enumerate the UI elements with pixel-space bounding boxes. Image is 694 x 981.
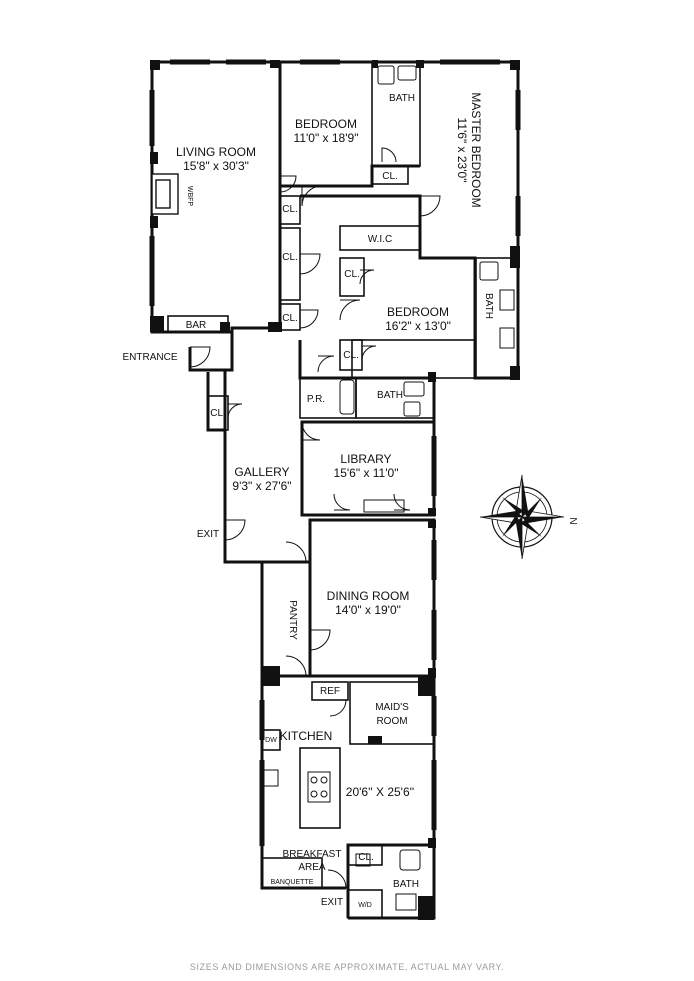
entrance-label: ENTRANCE bbox=[122, 352, 177, 363]
exit1-label: EXIT bbox=[197, 529, 219, 540]
pantry-walls bbox=[260, 560, 312, 678]
bath4-label: BATH bbox=[393, 879, 419, 890]
breakfast-area-line2: AREA bbox=[298, 862, 326, 873]
bedroom2-dims: 16'2" x 13'0" bbox=[385, 319, 451, 333]
wic-label: W.I.C bbox=[368, 234, 392, 245]
kitchen-dims: 20'6'' X 25'6'' bbox=[346, 785, 414, 799]
closet8-label: CL. bbox=[358, 852, 374, 863]
closet2-label: CL. bbox=[282, 204, 298, 215]
washer-dryer-label: W/D bbox=[358, 902, 372, 909]
compass-rose-icon bbox=[479, 474, 565, 560]
closet6-label: CL. bbox=[343, 350, 359, 361]
pantry-label: PANTRY bbox=[287, 600, 298, 640]
library-dims: 15'6" x 11'0" bbox=[334, 466, 399, 480]
fixtures bbox=[263, 65, 515, 911]
ref-label: REF bbox=[320, 686, 340, 697]
door-swings bbox=[189, 147, 441, 889]
closet1-label: CL. bbox=[382, 171, 398, 182]
compass-north-label: N bbox=[567, 517, 578, 524]
master-bedroom-name: MASTER BEDROOM bbox=[469, 92, 483, 207]
powder-room-label: P.R. bbox=[307, 394, 325, 405]
bar-label: BAR bbox=[186, 320, 207, 331]
breakfast-area-line1: BREAKFAST bbox=[283, 849, 342, 860]
bedroom1-dims: 11'0" x 18'9" bbox=[294, 131, 359, 145]
dishwasher-label: DW bbox=[265, 737, 277, 744]
exit2-label: EXIT bbox=[321, 897, 343, 908]
maids-room-line1: MAID'S bbox=[375, 702, 409, 713]
bath2-label: BATH bbox=[483, 293, 494, 319]
bedroom2-name: BEDROOM bbox=[387, 305, 449, 319]
bath4-walls bbox=[348, 843, 436, 920]
closet7-label: CL. bbox=[210, 408, 226, 419]
living-room-name: LIVING ROOM bbox=[176, 145, 256, 159]
center-core-walls bbox=[300, 194, 422, 252]
closet3-label: CL. bbox=[282, 252, 298, 263]
bath3-label: BATH bbox=[377, 390, 403, 401]
gallery-name: GALLERY bbox=[234, 465, 289, 479]
banquette-label: BANQUETTE bbox=[271, 879, 314, 886]
columns bbox=[150, 60, 520, 920]
disclaimer: SIZES AND DIMENSIONS ARE APPROXIMATE, AC… bbox=[190, 962, 504, 972]
kitchen-name: KITCHEN bbox=[280, 729, 333, 743]
core-block-walls bbox=[298, 340, 436, 422]
upper-corridor-walls bbox=[280, 164, 420, 188]
bath1-label: BATH bbox=[389, 93, 415, 104]
gallery-walls bbox=[188, 332, 234, 372]
dining-room-name: DINING ROOM bbox=[327, 589, 410, 603]
closet4-label: CL. bbox=[344, 269, 360, 280]
living-room-dims: 15'8" x 30'3" bbox=[183, 159, 249, 173]
closet5-label: CL. bbox=[282, 313, 298, 324]
library-name: LIBRARY bbox=[340, 452, 391, 466]
bedroom1-name: BEDROOM bbox=[295, 117, 357, 131]
maids-room-line2: ROOM bbox=[376, 716, 407, 727]
gallery-dims: 9'3" x 27'6" bbox=[232, 479, 291, 493]
wbfp-label: WBFP bbox=[186, 186, 193, 207]
fireplace-icon bbox=[151, 173, 179, 215]
dining-room-dims: 14'0" x 19'0" bbox=[335, 603, 401, 617]
master-bedroom-dims: 11'6" x 23'0" bbox=[455, 118, 469, 183]
